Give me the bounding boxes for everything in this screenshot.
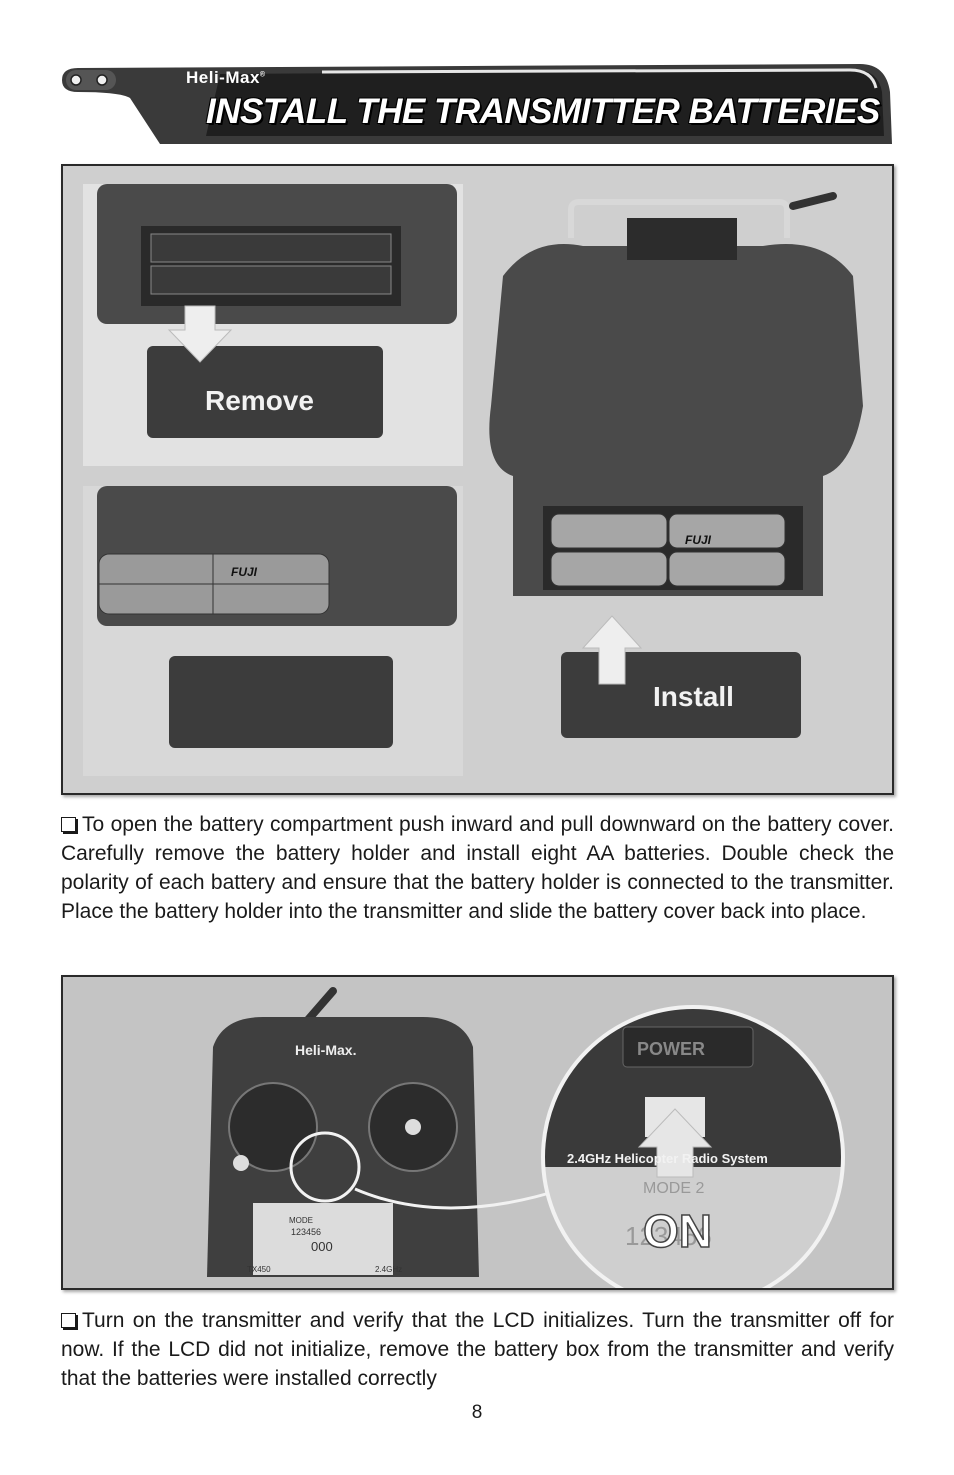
left-stick-tip [233, 1155, 249, 1171]
up-arrow-icon [581, 615, 643, 685]
brand-logo: Heli-Max® [186, 68, 266, 88]
lcd-mode-small: MODE [289, 1216, 313, 1225]
step-2-text: Turn on the transmitter and verify that … [61, 1309, 894, 1390]
mode-label: MODE 2 [643, 1180, 704, 1197]
carry-handle [568, 199, 790, 238]
fuji-label-2: FUJI [685, 533, 712, 547]
step-1-instruction: To open the battery compartment push inw… [61, 810, 894, 926]
brand-name: Heli-Max [186, 68, 260, 87]
power-label: POWER [637, 1039, 705, 1059]
lcd-digits-small: 123456 [291, 1227, 321, 1237]
magnified-view: POWER 2.4GHz Helicopter Radio System MOD… [543, 1007, 843, 1288]
lcd-screen-small [253, 1203, 393, 1275]
on-label: ON [643, 1205, 712, 1257]
battery-install-photo: Remove FUJI FUJI Install [61, 164, 894, 795]
install-label: Install [653, 681, 734, 712]
power-switch-highlight [289, 1131, 361, 1203]
page-number: 8 [471, 1402, 483, 1423]
antenna [789, 192, 837, 210]
checkbox-icon[interactable] [61, 1313, 76, 1328]
step-2-instruction: Turn on the transmitter and verify that … [61, 1306, 894, 1393]
battery-cover-removed [147, 346, 383, 438]
freq-label: 2.4GHz [375, 1265, 402, 1274]
system-label: 2.4GHz Helicopter Radio System [567, 1151, 768, 1166]
power-on-photo: Heli-Max. MODE 123456 000 TX450 2.4GHz P… [61, 975, 894, 1290]
zoom-connector [354, 1187, 564, 1210]
rotor-blade-graphic [62, 64, 892, 144]
down-arrow-icon [167, 305, 233, 363]
model-label: TX450 [247, 1265, 271, 1274]
digits-label: 123456 [625, 1221, 712, 1251]
battery-cover-loose [169, 656, 393, 748]
fuji-label-1: FUJI [231, 565, 258, 579]
header-banner: Heli-Max® INSTALL THE TRANSMITTER BATTER… [60, 62, 894, 146]
checkbox-icon[interactable] [61, 817, 76, 832]
step-1-text: To open the battery compartment push inw… [61, 813, 894, 923]
page-title: INSTALL THE TRANSMITTER BATTERIES [206, 92, 880, 131]
remove-label: Remove [205, 385, 314, 416]
transmitter-brand: Heli-Max. [295, 1042, 356, 1058]
lcd-zero-small: 000 [311, 1239, 333, 1254]
registered-mark: ® [259, 71, 266, 79]
right-stick-tip [405, 1119, 421, 1135]
power-up-arrow-icon [637, 1108, 713, 1178]
